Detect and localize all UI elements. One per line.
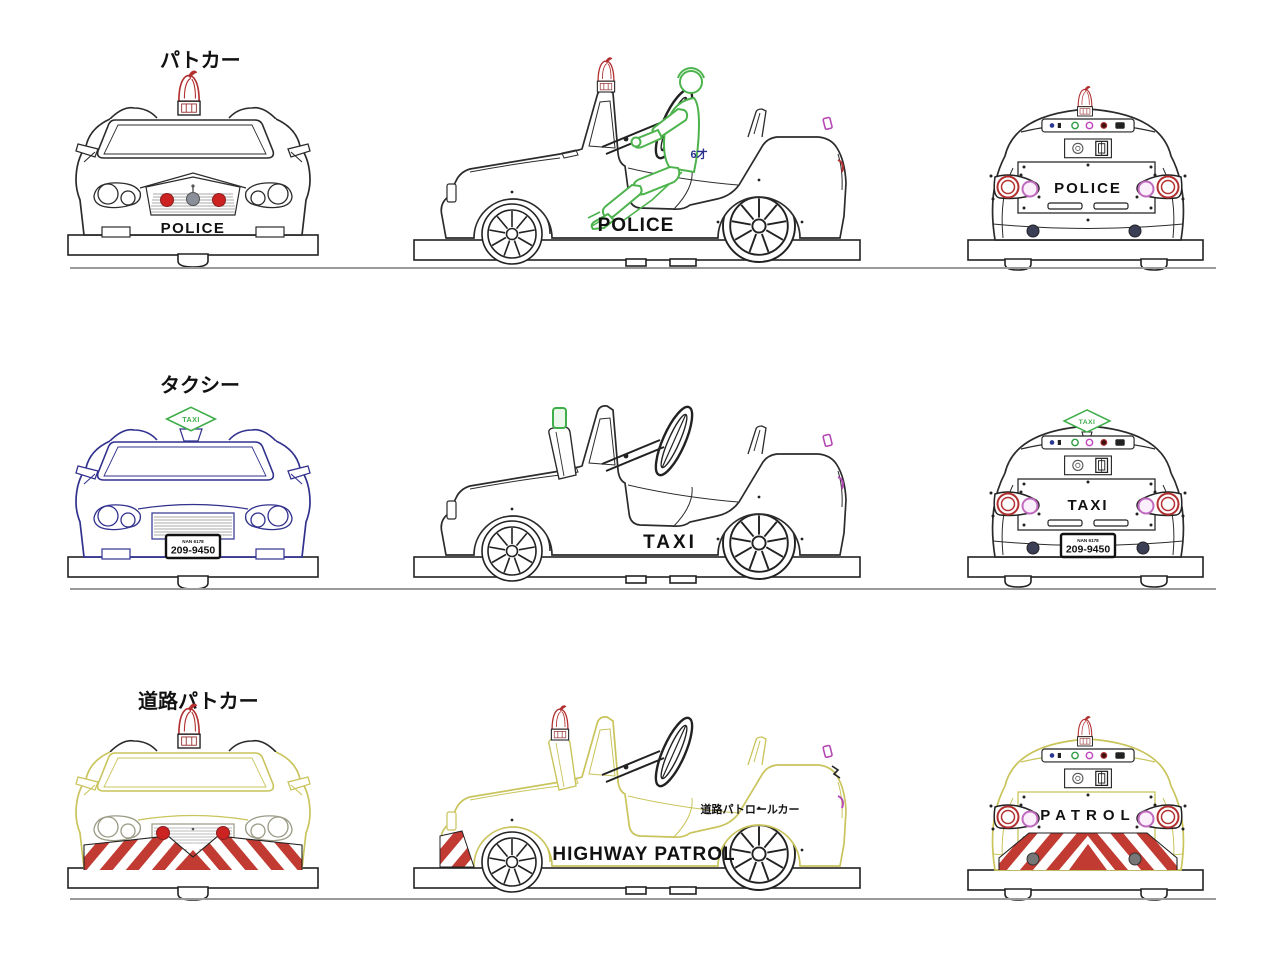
taxi-side-view: TAXI — [413, 401, 861, 584]
red-light-left — [160, 193, 174, 207]
taxi-side-label: TAXI — [643, 532, 697, 553]
control-panel — [1041, 748, 1135, 763]
ride-base — [967, 556, 1204, 588]
wheel — [481, 520, 543, 582]
tail-markers — [822, 433, 844, 490]
taxi-rear-view: TAXI — [967, 409, 1204, 588]
tail-markers — [822, 116, 844, 173]
coin-slot — [1063, 455, 1113, 476]
police-rear-label: POLICE — [1054, 180, 1122, 197]
bumper-bolt-right — [1128, 224, 1142, 238]
highway-patrol-front-view — [67, 702, 319, 901]
police-side-label: POLICE — [598, 215, 675, 236]
taxi-roof-sign — [165, 406, 217, 432]
taxi-rear-label: TAXI — [1067, 497, 1108, 514]
license-plate-front — [164, 533, 222, 560]
row-title-police: パトカー — [160, 49, 241, 72]
control-panel — [1041, 118, 1135, 133]
red-beacon-icon — [1077, 85, 1093, 117]
patrol-rear-label: PATROL — [1040, 807, 1135, 824]
red-beacon-icon — [1077, 715, 1093, 747]
row-title-taxi: タクシー — [160, 374, 240, 397]
hazard-stripe-front — [439, 830, 475, 868]
police-front-label: POLICE — [161, 220, 226, 237]
coin-slot — [1063, 138, 1113, 159]
bumper-bolt-right — [1128, 852, 1142, 866]
wheel — [481, 831, 543, 893]
beacon-pylon — [548, 738, 576, 790]
red-light-right — [216, 826, 230, 840]
wheel — [481, 203, 543, 265]
gray-light-center — [186, 192, 200, 206]
red-beacon-icon — [596, 56, 616, 93]
ride-base — [67, 867, 319, 901]
highway-patrol-rear-view: PATROL — [967, 715, 1204, 901]
bumper-bolt-left — [1026, 224, 1040, 238]
red-light-right — [212, 193, 226, 207]
ride-base — [413, 556, 861, 584]
ride-base — [413, 239, 861, 267]
taxi-front-view — [67, 406, 319, 590]
child-mannequin — [587, 67, 705, 231]
ride-base — [967, 869, 1204, 901]
car-front-body — [76, 107, 310, 235]
ride-base — [967, 239, 1204, 271]
red-beacon-icon — [550, 704, 570, 741]
ride-base — [67, 556, 319, 590]
highway-patrol-row: 道路パトカー — [67, 689, 1216, 901]
police-front-view: POLICE — [67, 69, 319, 268]
taxi-row: タクシー TAXI — [67, 374, 1216, 590]
tail-markers — [822, 744, 844, 809]
bumper-bolt-left — [1026, 541, 1040, 555]
bumper-bolt-left — [1026, 852, 1040, 866]
red-light-left — [156, 826, 170, 840]
bumper-bolt-right — [1136, 541, 1150, 555]
patrol-side-label-jp: 道路パトロールカー — [701, 802, 800, 816]
ride-base — [413, 867, 861, 895]
red-beacon-icon — [177, 69, 201, 116]
hazard-stripe-rear — [998, 832, 1178, 870]
coin-slot — [1063, 768, 1113, 789]
police-row: パトカー POLICE — [67, 49, 1216, 271]
license-plate-rear — [1059, 532, 1117, 559]
patrol-side-label: HIGHWAY PATROL — [552, 844, 735, 865]
control-panel — [1041, 435, 1135, 450]
police-rear-view: POLICE — [967, 85, 1204, 271]
ride-base — [67, 234, 319, 268]
highway-patrol-side-view: 道路パトロールカー HIGHWAY PATROL — [413, 704, 861, 895]
taxi-side-sign — [552, 407, 567, 429]
age-note: 6才 — [690, 147, 707, 161]
sign-pylon — [548, 427, 576, 479]
row-title-highway-patrol: 道路パトカー — [138, 689, 259, 713]
hazard-stripe-bumper — [83, 835, 303, 870]
police-side-view: 6才 POLICE — [413, 56, 861, 267]
